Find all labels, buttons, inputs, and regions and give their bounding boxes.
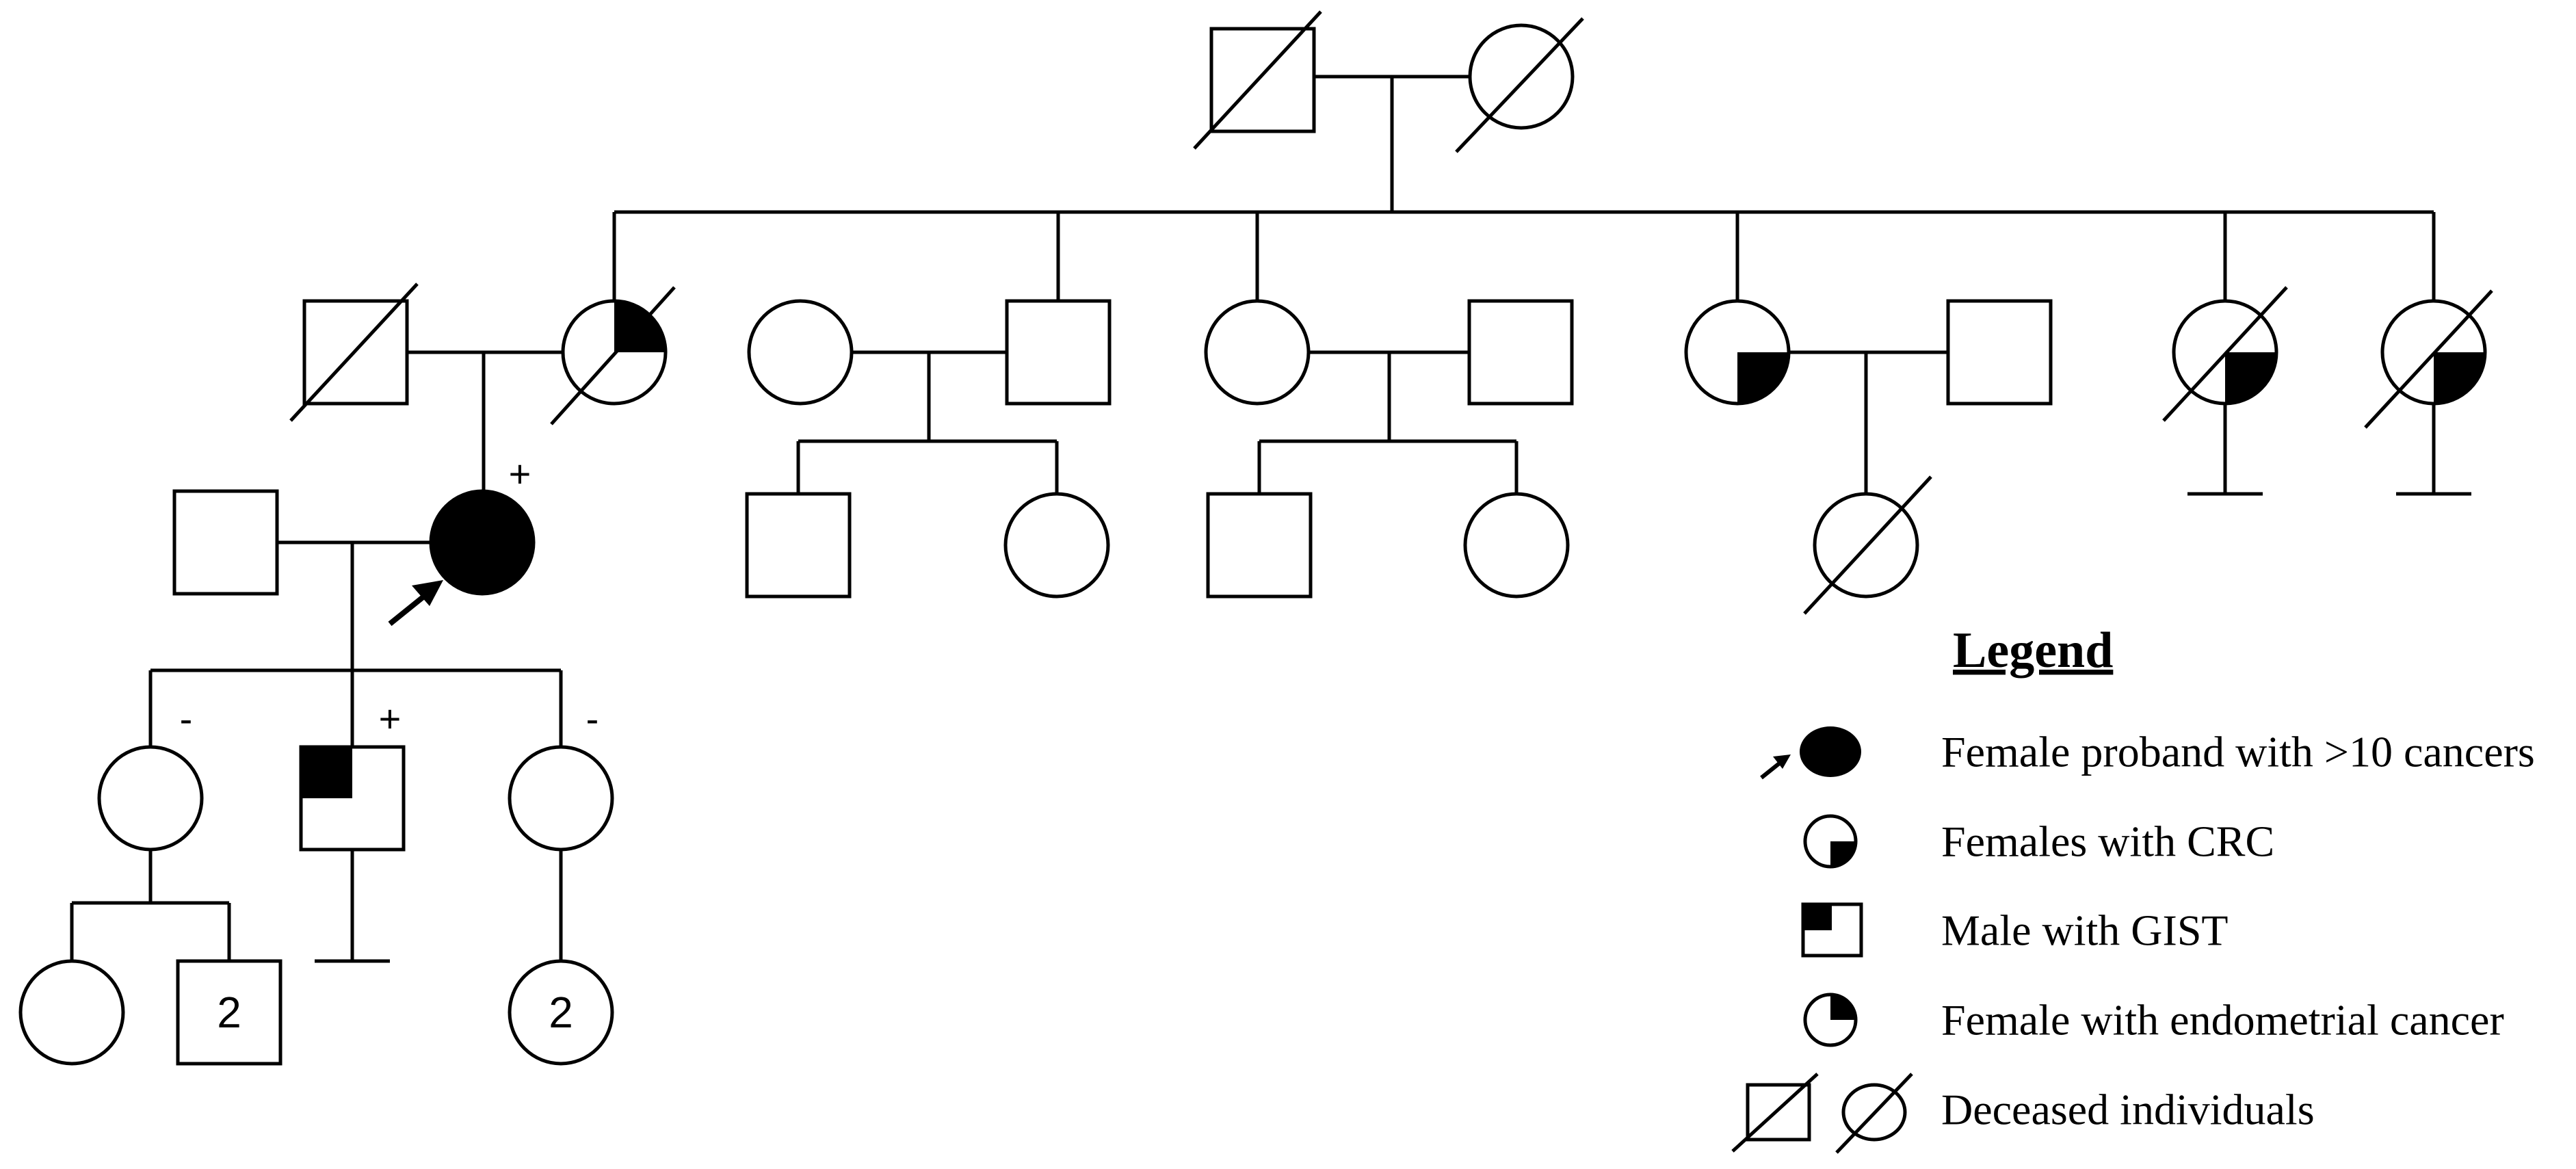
legend-item-label: Female with endometrial cancer [1941,996,2504,1045]
deceased-slash [1803,475,1932,615]
affected-individuals [301,286,2493,798]
gist-quadrant [301,747,352,798]
grandfather-square [1209,27,1316,133]
deceased-slash [2162,286,2288,422]
legend-item-label: Female proband with >10 cancers [1941,728,2535,776]
legend-item-label: Deceased individuals [1941,1086,2315,1134]
carrier-plus-mark: + [379,697,402,740]
count-label: 2 [217,988,241,1037]
proband-arrow-head [412,580,443,606]
aunt-in-law-circle [747,299,854,406]
legend-item-label: Male with GIST [1941,906,2229,955]
aunt-circle [1204,299,1311,406]
cousin-circle [1463,492,1570,599]
cousin-square [1206,492,1313,599]
grandchildren-circle-count [508,959,614,1066]
deceased-slash [1193,10,1322,150]
deceased-slash [550,286,676,425]
grandmother-circle [1468,23,1575,130]
deceased-slash [289,283,419,422]
crc-quadrant [2225,352,2276,404]
crc-quadrant [1737,352,1789,404]
proband-husband-square [172,489,279,596]
uncle-in-law-square [1467,299,1574,406]
deceased-slash [1455,17,1584,153]
deceased-square-circle-icon [1731,1073,1913,1154]
female-crc-quadrant-icon [1803,814,1858,869]
proband-circle [429,489,536,596]
deceased-slash [2364,289,2493,429]
count-label: 2 [549,988,573,1037]
legend-title: Legend [1953,622,2113,679]
proband-female-filled-arrow-icon [1760,726,1861,780]
endometrial-quadrant [614,301,666,352]
pedigree-lines [18,10,2471,1066]
female-endometrial-quadrant-icon [1803,993,1858,1047]
cousin-circle-deceased [1813,492,1919,599]
uncle-square [1005,299,1112,406]
cousin-square [745,492,852,599]
grandchildren-square-count [176,959,282,1066]
male-gist-quadrant-icon [1801,902,1863,958]
cousin-circle [1003,492,1110,599]
legend-item-label: Females with CRC [1941,817,2274,866]
daughter-circle [97,745,204,852]
legend: Legend Female proband with >10 cancers F… [1731,622,2535,1154]
daughter-circle [508,745,614,852]
carrier-plus-mark: + [509,452,531,495]
uncle-in-law-square [1946,299,2053,406]
carrier-minus-mark: - [180,697,193,740]
carrier-minus-mark: - [586,697,599,740]
grandchild-circle [18,959,125,1066]
crc-quadrant [2434,352,2485,404]
